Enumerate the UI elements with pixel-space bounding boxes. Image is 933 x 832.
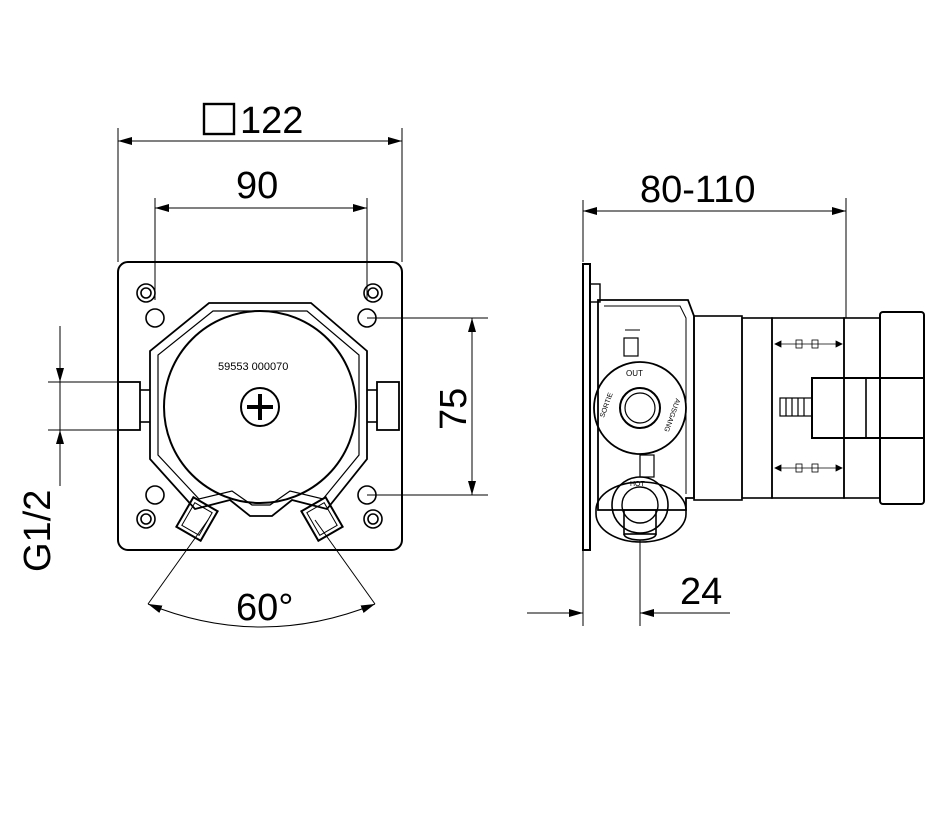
cap-ring [879,311,925,505]
spindle-icon [779,397,813,417]
depth-dimension: 80-110 [582,169,847,318]
min-max-marks [774,339,843,473]
thread-dimension: G1/2 [17,326,118,572]
front-view: 122 90 [17,100,488,629]
hot-label: HOT [630,481,646,488]
center-screw-icon [240,387,280,427]
depth-range-label: 80-110 [640,169,756,211]
hole-spacing-label: 90 [236,165,278,207]
part-number: 59553 000070 [218,361,288,373]
mounting-hole-bottom-left [145,485,165,505]
offset-dimension: 24 [527,540,730,626]
extension-sleeve-2 [741,317,773,499]
corner-screw-top-right [363,283,383,303]
inlet-connector-left [175,495,219,543]
valve-housing-inner [157,310,360,506]
plate-size-label: 122 [240,100,303,142]
offset-label: 24 [680,571,722,613]
hole-spacing-dimension: 90 [154,165,368,300]
inlet-connector-right [300,495,344,543]
spindle-block [811,377,925,439]
outlet-label: OUT [626,369,643,378]
extension-sleeve-4 [843,317,881,499]
thread-label: G1/2 [17,490,59,572]
corner-screw-bottom-left [136,509,156,529]
vertical-spacing-dimension: 75 [367,317,488,496]
angle-label: 60° [236,587,293,629]
plate-size-dimension: 122 [117,100,403,262]
extension-sleeve-1 [693,315,743,501]
vertical-spacing-label: 75 [433,388,475,430]
side-view: 80-110 OUT SORTIE AUSGANG HOT [527,169,925,626]
outlet-port: OUT SORTIE AUSGANG [593,361,687,455]
corner-screw-top-left [136,283,156,303]
extension-sleeve-3 [771,317,845,499]
angle-dimension: 60° [147,519,376,629]
corner-screw-bottom-right [363,509,383,529]
valve-housing [149,302,368,517]
right-side-lug [376,381,400,431]
side-mounting-plate [582,263,591,551]
mounting-hole-top-left [145,308,165,328]
sortie-label: SORTIE [599,392,615,419]
ausgang-label: AUSGANG [662,397,681,432]
left-side-lug [117,381,141,431]
square-symbol-icon [202,102,236,136]
valve-body-circle [163,310,357,504]
